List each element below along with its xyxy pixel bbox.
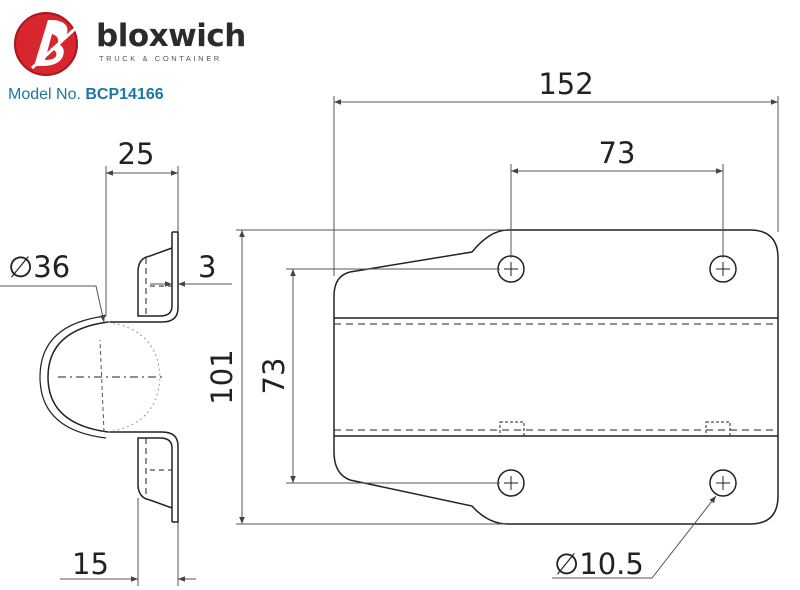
hole-bottom-left	[497, 469, 525, 497]
brand-logo: bloxwich TRUCK & CONTAINER	[12, 10, 246, 78]
side-dimensions	[0, 166, 232, 586]
side-view	[39, 231, 179, 523]
dim-overall-length: 152	[538, 67, 593, 101]
brand-name: bloxwich	[96, 18, 246, 54]
profile-top	[108, 231, 179, 323]
dim-pipe-diameter: ∅36	[8, 250, 70, 284]
mounting-holes	[497, 255, 737, 497]
hole-top-left	[497, 255, 525, 283]
model-code: BCP14166	[85, 86, 164, 103]
dim-flange-width: 15	[72, 547, 109, 581]
plan-view	[333, 229, 779, 525]
dim-hole-spacing-y: 73	[257, 358, 291, 395]
plate-outline	[333, 229, 779, 525]
dim-hole-spacing-x: 73	[599, 136, 636, 170]
dim-profile-width: 25	[118, 137, 155, 171]
profile-bottom	[108, 431, 179, 523]
header: bloxwich TRUCK & CONTAINER Model No. BCP…	[0, 0, 260, 110]
model-number: Model No. BCP14166	[8, 86, 164, 104]
dim-hole-diameter: ∅10.5	[554, 547, 644, 581]
model-label: Model No.	[8, 86, 81, 103]
hole-bottom-right	[709, 469, 737, 497]
pipe-saddle	[47, 321, 109, 433]
dim-thickness: 3	[198, 250, 216, 284]
dim-overall-width: 101	[205, 349, 239, 404]
hole-top-right	[709, 255, 737, 283]
plan-dimensions	[236, 96, 779, 579]
brand-tagline: TRUCK & CONTAINER	[99, 54, 222, 63]
bloxwich-logo-icon	[14, 12, 80, 76]
